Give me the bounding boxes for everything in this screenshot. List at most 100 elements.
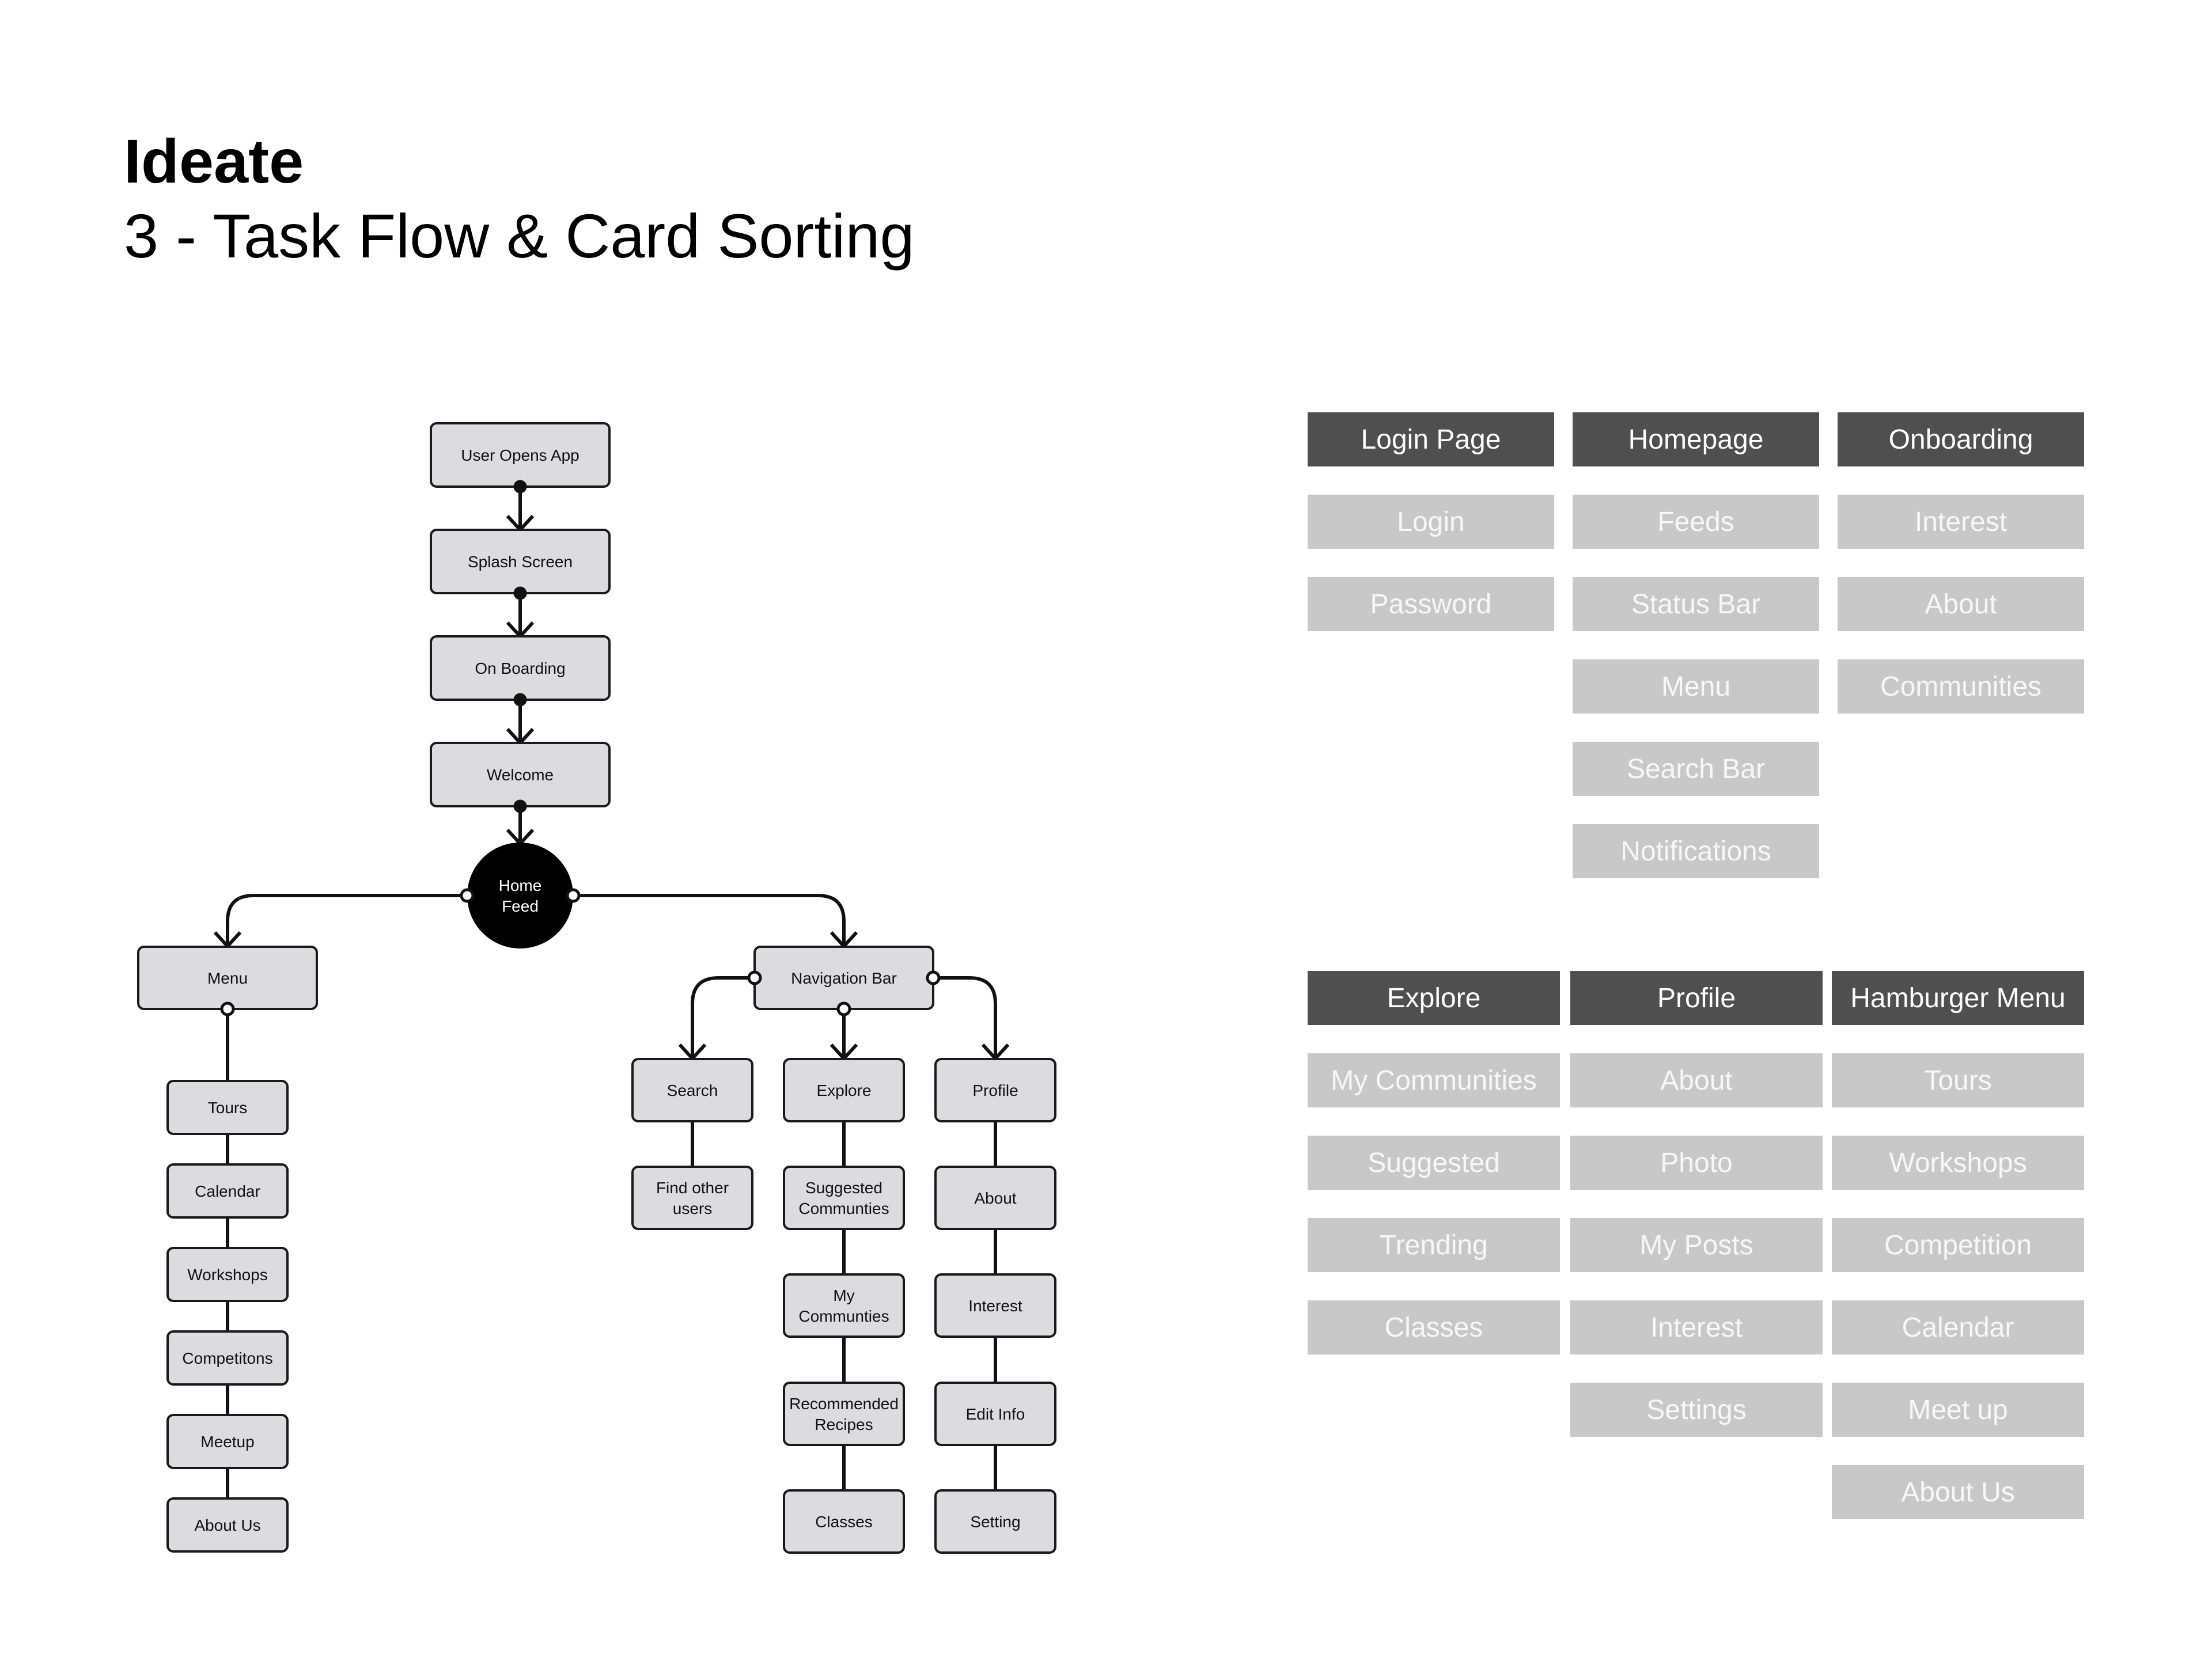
flow-node-explore-recommended-recipes-box <box>783 1382 905 1446</box>
flow-node-menu: Menu <box>137 946 318 1010</box>
card-profile-interest: Interest <box>1570 1300 1823 1355</box>
flow-node-menu-meetup-box <box>166 1414 289 1469</box>
flow-node-menu-calendar-label: Calendar <box>195 1182 260 1200</box>
flow-node-menu-workshops-label: Workshops <box>187 1266 268 1284</box>
flow-node-profile-interest-box <box>934 1273 1056 1338</box>
flow-connector-dot <box>926 970 941 985</box>
flow-node-explore-my-communties-label: Communties <box>798 1307 889 1325</box>
flow-node-explore-suggested-communties-label: Communties <box>798 1200 889 1217</box>
card-explore-my-communities: My Communities <box>1308 1053 1560 1107</box>
page-title: Ideate <box>124 126 304 196</box>
flow-node-on-boarding: On Boarding <box>430 635 611 701</box>
flow-node-menu-tours-label: Tours <box>208 1099 247 1117</box>
card-hamburger-menu-competition: Competition <box>1832 1218 2084 1272</box>
flow-node-explore-recommended-recipes-label: Recipes <box>815 1416 873 1433</box>
flow-node-explore-classes: Classes <box>783 1489 905 1554</box>
flow-node-explore-suggested-communties-box <box>783 1166 905 1230</box>
flow-node-profile-setting-label: Setting <box>970 1513 1020 1531</box>
card-homepage-status-bar: Status Bar <box>1573 577 1819 631</box>
card-hamburger-menu-meet-up: Meet up <box>1832 1383 2084 1437</box>
page-heading: Ideate 3 - Task Flow & Card Sorting <box>124 124 915 274</box>
flow-node-explore-classes-label: Classes <box>815 1513 873 1531</box>
card-homepage-search-bar: Search Bar <box>1573 742 1819 796</box>
flow-node-profile-about-box <box>934 1166 1056 1230</box>
card-onboarding-interest: Interest <box>1838 495 2084 549</box>
flow-node-profile-interest-label: Interest <box>968 1297 1022 1315</box>
flow-node-profile-box <box>934 1058 1056 1122</box>
flow-node-explore-my-communties-box <box>783 1273 905 1338</box>
flow-node-profile-edit-info-box <box>934 1382 1056 1446</box>
flow-node-menu-competitons-label: Competitons <box>182 1349 272 1367</box>
flow-node-splash-screen-label: Splash Screen <box>468 553 573 571</box>
flow-node-profile-about: About <box>934 1166 1056 1230</box>
flow-node-search: Search <box>631 1058 753 1122</box>
flow-node-profile: Profile <box>934 1058 1056 1122</box>
flow-node-find-other-users-label: Find other <box>656 1179 729 1197</box>
card-header-login-page: Login Page <box>1308 412 1554 466</box>
flow-node-menu-about-us-label: About Us <box>194 1516 260 1534</box>
flow-connector-dot <box>460 888 475 903</box>
card-homepage-notifications: Notifications <box>1573 824 1819 878</box>
flow-node-explore-recommended-recipes-label: Recommended <box>789 1395 899 1413</box>
card-hamburger-menu-calendar: Calendar <box>1832 1300 2084 1355</box>
card-onboarding-communities: Communities <box>1838 659 2084 714</box>
flow-node-menu-workshops-box <box>166 1247 289 1302</box>
flow-hub-home-feed <box>467 843 573 948</box>
card-hamburger-menu-workshops: Workshops <box>1832 1136 2084 1190</box>
flow-node-menu-about-us-box <box>166 1497 289 1553</box>
flow-node-menu-calendar-box <box>166 1163 289 1219</box>
flow-node-menu-meetup-label: Meetup <box>200 1433 254 1451</box>
card-login-page-login: Login <box>1308 495 1554 549</box>
card-explore-classes: Classes <box>1308 1300 1560 1355</box>
flow-edge <box>226 894 467 946</box>
card-explore-trending: Trending <box>1308 1218 1560 1272</box>
flow-node-menu-label: Menu <box>207 969 248 987</box>
card-homepage-feeds: Feeds <box>1573 495 1819 549</box>
card-header-explore: Explore <box>1308 971 1560 1025</box>
flow-node-profile-about-label: About <box>974 1189 1016 1207</box>
flow-node-menu-tours-box <box>166 1080 289 1135</box>
card-hamburger-menu-tours: Tours <box>1832 1053 2084 1107</box>
flow-hub-label: Home <box>499 877 542 894</box>
flow-node-menu-competitons: Competitons <box>166 1330 289 1386</box>
flow-node-explore-suggested-communties-label: Suggested <box>805 1179 882 1197</box>
flow-node-welcome: Welcome <box>430 742 611 807</box>
flow-node-splash-screen: Splash Screen <box>430 529 611 594</box>
flow-edge <box>933 976 997 1058</box>
flow-connector-dot <box>513 480 527 494</box>
flow-node-menu-tours: Tours <box>166 1080 289 1135</box>
card-profile-photo: Photo <box>1570 1136 1823 1190</box>
page-subtitle: 3 - Task Flow & Card Sorting <box>124 201 915 271</box>
flow-node-on-boarding-label: On Boarding <box>475 659 565 677</box>
card-header-hamburger-menu: Hamburger Menu <box>1832 971 2084 1025</box>
flow-node-explore-box <box>783 1058 905 1122</box>
flow-edge <box>691 976 755 1058</box>
flow-node-navigation-bar-label: Navigation Bar <box>791 969 897 987</box>
flow-node-menu-about-us: About Us <box>166 1497 289 1553</box>
card-header-profile: Profile <box>1570 971 1823 1025</box>
card-onboarding-about: About <box>1838 577 2084 631</box>
flow-connector-dot <box>836 1001 851 1016</box>
card-login-page-password: Password <box>1308 577 1554 631</box>
flow-node-profile-edit-info: Edit Info <box>934 1382 1056 1446</box>
flow-node-profile-setting: Setting <box>934 1489 1056 1554</box>
card-header-homepage: Homepage <box>1573 412 1819 466</box>
flow-hub-label: Feed <box>502 897 539 915</box>
card-header-onboarding: Onboarding <box>1838 412 2084 466</box>
card-profile-my-posts: My Posts <box>1570 1218 1823 1272</box>
card-hamburger-menu-about-us: About Us <box>1832 1465 2084 1519</box>
flow-node-profile-label: Profile <box>972 1082 1018 1099</box>
flow-node-explore: Explore <box>783 1058 905 1122</box>
flow-node-welcome-label: Welcome <box>487 766 554 784</box>
flow-connector-dot <box>513 693 527 707</box>
flow-edge <box>573 894 846 946</box>
flow-node-find-other-users-box <box>631 1166 753 1230</box>
flow-node-explore-label: Explore <box>817 1082 872 1099</box>
card-explore-suggested: Suggested <box>1308 1136 1560 1190</box>
flow-node-menu-workshops: Workshops <box>166 1247 289 1302</box>
